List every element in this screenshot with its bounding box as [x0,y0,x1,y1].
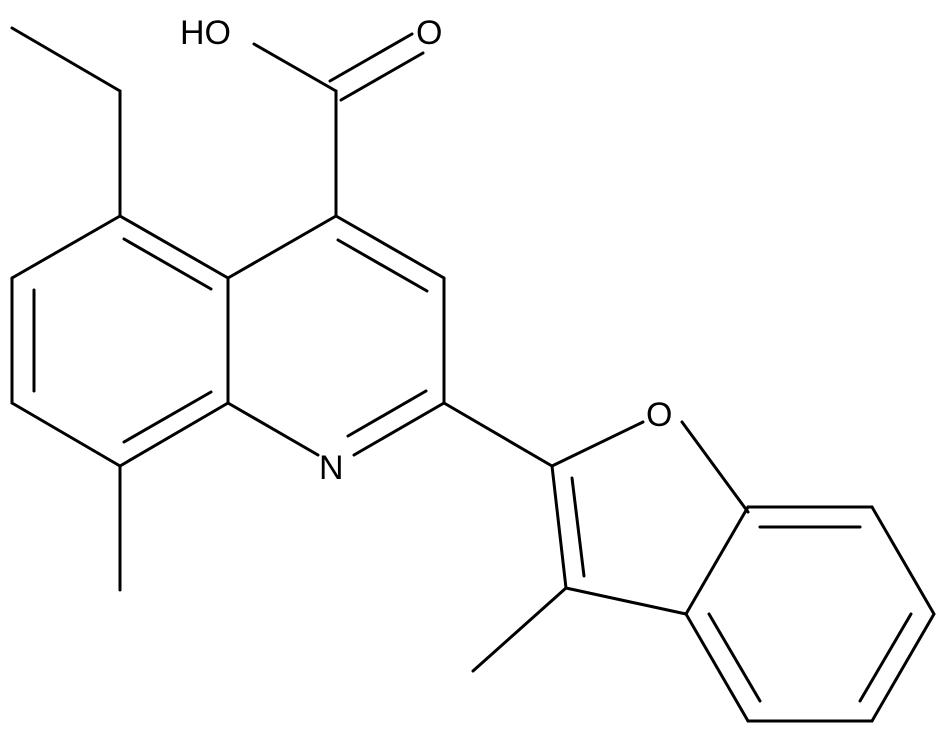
atom-label-carbonyl-oxygen: O [416,14,442,52]
quinoline-pyridine-ring [226,214,446,457]
bond-c-o-double-2 [339,51,425,102]
bond-c8-c8a-inner [122,390,213,444]
bond-o1-c7a [680,420,750,514]
bond-ethyl-ch3 [10,26,122,93]
bond-c7-c6 [870,505,936,616]
bond-c4-c3a [684,612,750,723]
quinoline-benzo-ring [10,214,230,468]
bond-c5-c6 [10,214,122,280]
bond-c6-c5-inner [858,612,913,703]
ethyl-group [10,26,122,218]
bond-c8-c8a [118,401,230,468]
bond-quinoline-benzofuran [442,401,554,468]
carboxylic-acid-group [252,32,425,218]
bond-c3-methyl [471,586,568,673]
bond-c-o-double-1 [328,32,414,83]
atom-label-quinoline-nitrogen: N [319,449,344,487]
bond-c2-n1 [352,401,446,457]
furan-ring [550,420,750,616]
bond-n1-c8a [226,401,320,457]
bond-c2-o1 [550,420,645,468]
bond-c7-c8 [10,401,122,468]
atom-label-hydroxyl: HO [180,14,231,52]
atom-label-furan-oxygen: O [646,396,672,434]
bond-c2-n1-inner [346,389,428,438]
bond-c4-c3-inner [336,238,429,293]
bond-c-oh [252,42,338,93]
bond-c2-c3 [550,464,568,590]
bond-c4a-c5 [118,214,230,280]
bond-c4a-c5-inner [122,237,213,291]
bond-c4-c3a-inner [707,612,762,703]
bond-c3-c3a [564,586,688,616]
bond-c4-c3 [334,214,446,280]
benzofuran-benzene-ring [684,505,936,723]
bond-c3a-c7a [684,505,750,616]
bond-c6-c5 [870,612,936,723]
bond-c4a-c4 [226,214,338,280]
bond-c2-c3-inner [570,476,586,578]
